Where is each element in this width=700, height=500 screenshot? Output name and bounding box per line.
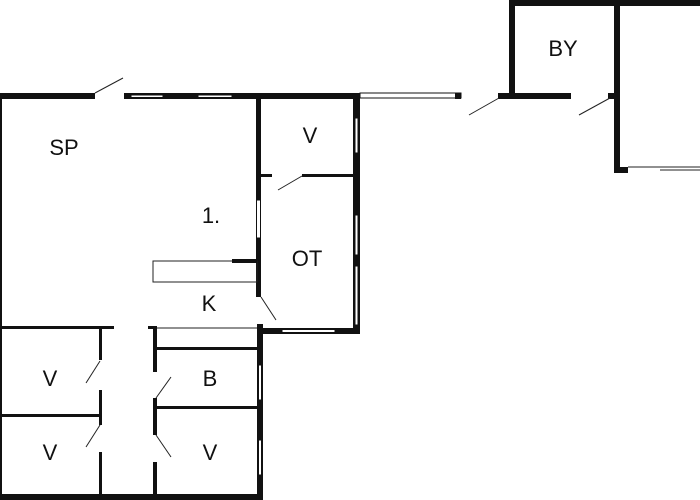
door-swing-balcony-1 xyxy=(468,97,500,116)
room-labels: SP V 1. OT K BY B V V V xyxy=(43,36,578,465)
room-label-ot: OT xyxy=(292,246,323,271)
room-label-sp: SP xyxy=(49,135,78,160)
room-label-v-top: V xyxy=(303,123,318,148)
room-label-v-left-upper: V xyxy=(43,366,58,391)
door-swing-v-right-lower xyxy=(155,434,172,458)
door-swing-v-left-upper xyxy=(85,360,101,384)
room-label-v-left-lower: V xyxy=(43,440,58,465)
room-label-hall: 1. xyxy=(202,203,220,228)
door-swing-entrance xyxy=(94,77,124,94)
door-swing-balcony-2 xyxy=(578,97,611,116)
room-label-by: BY xyxy=(548,36,578,61)
door-swing-v-top xyxy=(277,175,303,191)
room-label-k: K xyxy=(202,291,217,316)
door-swing-ot xyxy=(260,296,277,321)
door-swings xyxy=(85,77,611,458)
door-swing-v-left-lower xyxy=(85,424,101,448)
room-label-b: B xyxy=(203,366,218,391)
door-swing-b xyxy=(155,376,172,399)
room-label-v-right-lower: V xyxy=(203,440,218,465)
